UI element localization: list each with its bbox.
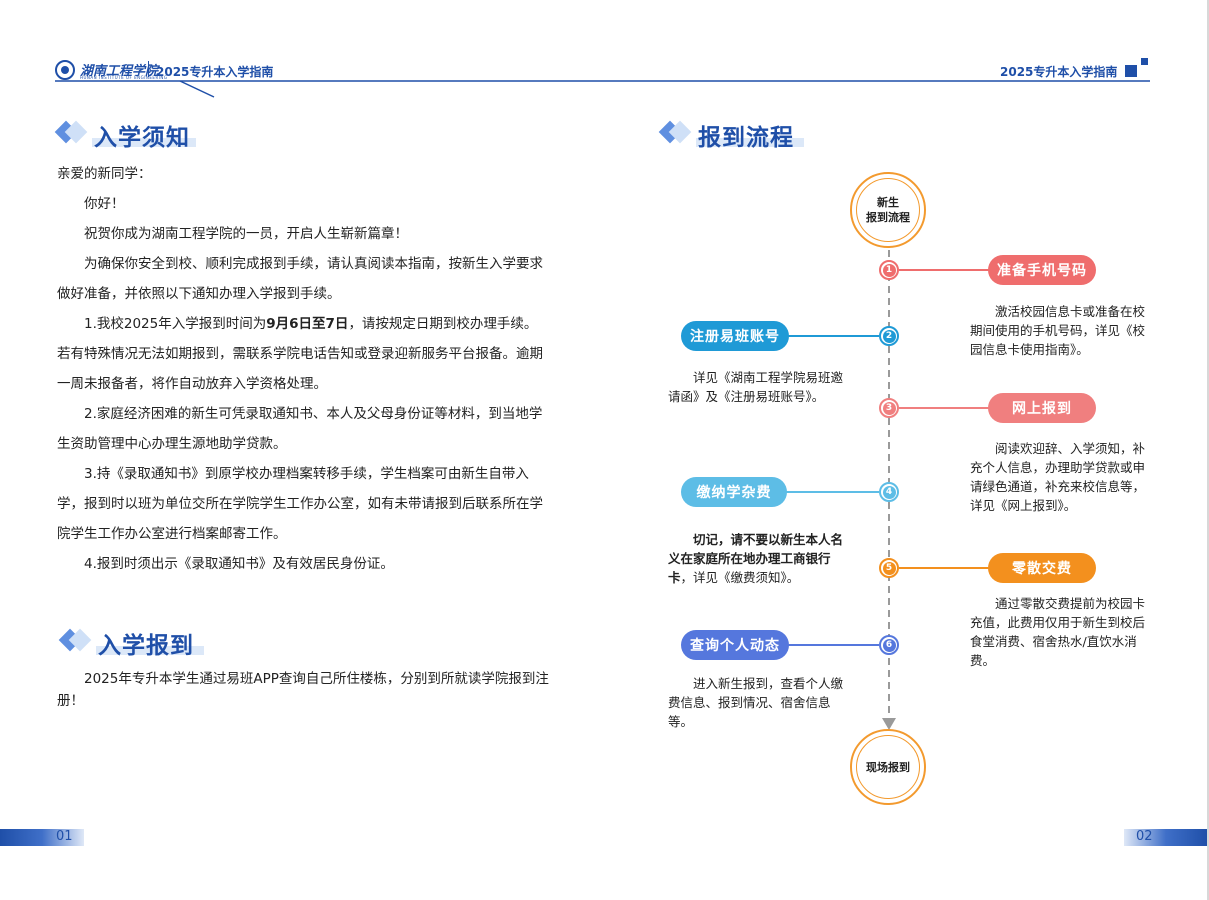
header-small-square-icon: [1141, 58, 1148, 65]
step-6-pill: 查询个人动态: [681, 630, 789, 660]
header-guide-title-left: 2025专升本入学指南: [156, 65, 274, 79]
flow-end-label: 现场报到: [856, 735, 920, 799]
notice-item-4: 4.报到时须出示《录取通知书》及有效居民身份证。: [84, 556, 394, 572]
congrats: 祝贺你成为湖南工程学院的一员，开启人生崭新篇章！: [84, 226, 408, 242]
greeting: 亲爱的新同学：: [57, 166, 152, 182]
intro-paragraph: 为确保你安全到校、顺利完成报到手续，请认真阅读本指南，按新生入学要求做好准备，并…: [57, 256, 543, 302]
step-4-description: 切记，请不要以新生本人名义在家庭所在地办理工商银行卡，详见《缴费须知》。: [668, 532, 844, 585]
page-edge: [1207, 0, 1209, 900]
step-6-description: 进入新生报到，查看个人缴费信息、报到情况、宿舍信息等。: [668, 676, 844, 729]
step-2-pill: 注册易班账号: [681, 321, 789, 351]
flow-end-circle: 现场报到: [850, 729, 926, 805]
footer-bar-right: [1124, 829, 1208, 846]
step-4-marker: 4: [879, 482, 899, 502]
notice-item-2: 2.家庭经济困难的新生可凭录取通知书、本人及父母身份证等材料，到当地学生资助管理…: [57, 406, 543, 452]
section-title-enrollment-report: 入学报到: [98, 633, 194, 659]
notice-item-1: 1.我校2025年入学报到时间为9月6日至7日，请按规定日期到校办理手续。若有特…: [57, 316, 543, 392]
section-title-underline: [92, 138, 196, 147]
header-square-icon: [1125, 65, 1137, 77]
school-logo-subtitle: HUNAN INSTITUTE OF ENGINEERING: [80, 75, 168, 80]
section-title-report-process: 报到流程: [698, 125, 794, 151]
step-4-pill: 缴纳学杂费: [681, 477, 787, 507]
school-name-logo: 湖南工程学院: [80, 64, 159, 79]
flow-start-label-1: 新生: [877, 196, 899, 209]
header-guide-title-right: 2025专升本入学指南: [1000, 65, 1118, 79]
step-5-pill: 零散交费: [988, 553, 1096, 583]
step-1-marker: 1: [879, 260, 899, 280]
step-2-marker: 2: [879, 326, 899, 346]
page-number-left: 01: [56, 829, 73, 844]
section-title-underline: [696, 138, 804, 147]
step-6-marker: 6: [879, 635, 899, 655]
flow-start-label-2: 报到流程: [866, 211, 910, 224]
step-5-description: 通过零散交费提前为校园卡充值，此费用仅用于新生到校后食堂消费、宿舍热水/直饮水消…: [970, 596, 1146, 668]
header-separator: [148, 61, 149, 77]
flow-start-circle: 新生报到流程: [850, 172, 926, 248]
section-title-underline: [96, 646, 204, 655]
step-1-description: 激活校园信息卡或准备在校期间使用的手机号码，详见《校园信息卡使用指南》。: [970, 304, 1146, 357]
step-3-pill: 网上报到: [988, 393, 1096, 423]
page-number-right: 02: [1136, 829, 1153, 844]
step-1-pill: 准备手机号码: [988, 255, 1096, 285]
school-logo-seal-icon: [55, 60, 75, 80]
notice-body: 亲爱的新同学： 你好！ 祝贺你成为湖南工程学院的一员，开启人生崭新篇章！ 为确保…: [57, 159, 549, 579]
header-rule: [55, 80, 1150, 98]
report-paragraph: 2025年专升本学生通过易班APP查询自己所住楼栋，分别到所就读学院报到注册！: [57, 671, 549, 709]
section-title-admission-notice: 入学须知: [94, 125, 190, 151]
step-2-description: 详见《湖南工程学院易班邀请函》及《注册易班账号》。: [668, 370, 844, 404]
step-3-description: 阅读欢迎辞、入学须知，补充个人信息，办理助学贷款或申请绿色通道，补充来校信息等，…: [970, 441, 1146, 513]
notice-item-3: 3.持《录取通知书》到原学校办理档案转移手续，学生档案可由新生自带入学，报到时以…: [57, 466, 543, 542]
step-5-marker: 5: [879, 558, 899, 578]
hello: 你好！: [84, 196, 125, 212]
footer-bar-left: [0, 829, 84, 846]
step-3-marker: 3: [879, 398, 899, 418]
